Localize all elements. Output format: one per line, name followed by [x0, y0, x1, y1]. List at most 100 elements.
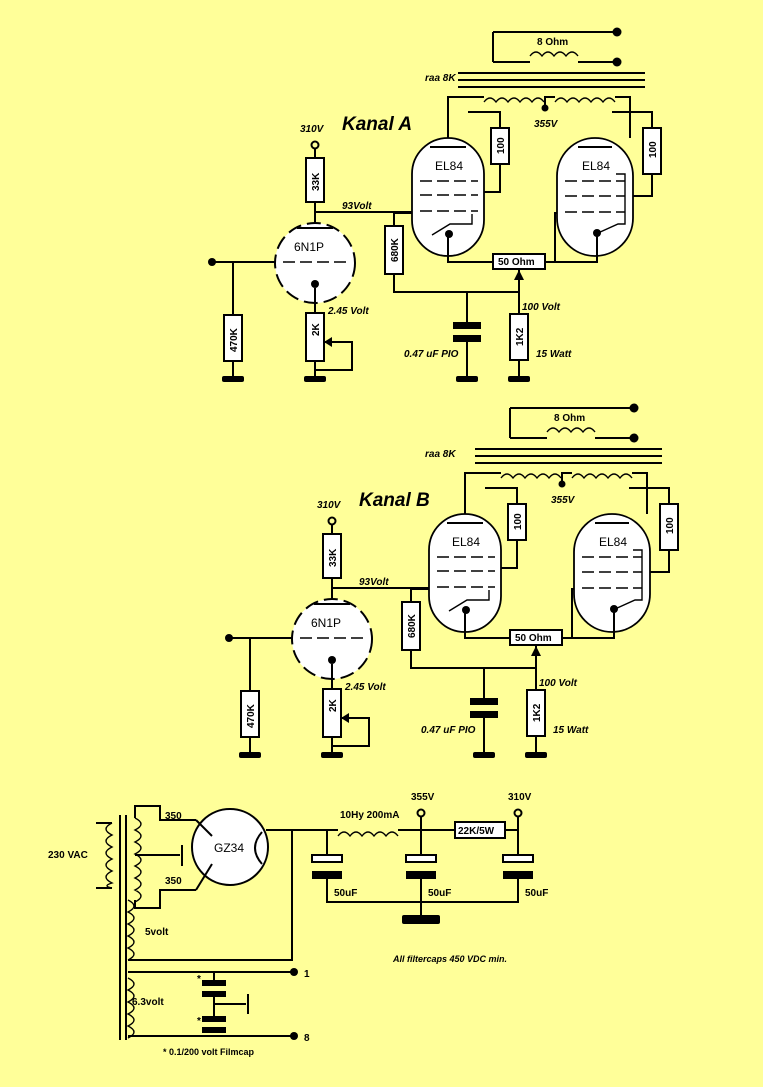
dropping-resistor-label: 22K/5W	[458, 826, 495, 837]
output-tube-left-a: EL84	[411, 137, 485, 257]
output-tube-right-b: EL84	[573, 513, 651, 633]
heater-tap-8: 8	[304, 1033, 310, 1044]
cathode-resistor-power: 15 Watt	[553, 725, 589, 736]
star-mark-bottom: *	[197, 1016, 201, 1027]
bypass-cap-plate-icon	[470, 711, 498, 718]
star-mark-top: *	[197, 974, 201, 985]
mains-label: 230 VAC	[48, 850, 88, 861]
node-310-label: 310V	[508, 792, 532, 803]
ground-icon	[508, 376, 530, 382]
speaker-terminal-icon	[612, 57, 622, 67]
supply-terminal-icon	[310, 140, 320, 150]
speaker-terminal-icon	[629, 403, 639, 413]
transformer-label: raa 8K	[425, 449, 456, 460]
ground-icon	[222, 376, 244, 382]
speaker-output-b: 8 Ohm	[509, 403, 639, 443]
rectifier-heater-label: 5volt	[145, 927, 169, 938]
ground-icon	[525, 752, 547, 758]
cap3-label: 50uF	[525, 888, 548, 899]
balance-pot-a	[492, 253, 546, 270]
cathode-voltage: 2.45 Volt	[327, 306, 369, 317]
screen-resistor-left-label: 100	[513, 513, 524, 530]
coupling-resistor-label: 680K	[407, 613, 418, 638]
cathode-voltage: 2.45 Volt	[344, 682, 386, 693]
output-transformer-a: raa 8K 355V	[425, 72, 653, 138]
center-tap-voltage: 355V	[534, 119, 559, 130]
ground-icon	[304, 376, 326, 382]
filter-cap-icon	[312, 871, 342, 879]
channel-a: 8 Ohm raa 8K 355V 100 100	[208, 27, 662, 382]
speaker-label: 8 Ohm	[537, 37, 568, 48]
choke-label: 10Hy 200mA	[340, 810, 399, 821]
channel-b: 8 Ohm raa 8K 355V 100 100	[225, 403, 679, 758]
grid-resistor-label: 470K	[246, 703, 257, 728]
output-tube-left-label: EL84	[452, 535, 480, 549]
cathode-resistor-power: 15 Watt	[536, 349, 572, 360]
balance-pot-label: 50 Ohm	[498, 257, 535, 268]
balance-pot-b	[509, 629, 563, 646]
bypass-cap-plate-icon	[453, 335, 481, 342]
output-tube-right-label: EL84	[599, 535, 627, 549]
cathode-pot-label: 2K	[311, 322, 322, 336]
driver-plate-voltage: 93Volt	[359, 577, 389, 588]
output-transformer-b: raa 8K 355V	[425, 448, 670, 514]
ground-icon	[456, 376, 478, 382]
speaker-terminal-icon	[629, 433, 639, 443]
plate-resistor-label: 33K	[328, 548, 339, 567]
driver-tube-label: 6N1P	[294, 240, 324, 254]
rectifier-label: GZ34	[214, 841, 244, 855]
cathode-pot-a	[305, 312, 325, 362]
cathode-resistor-label: 1K2	[532, 703, 543, 722]
b-plus-label: 310V	[300, 124, 325, 135]
screen-resistor-right-label: 100	[665, 517, 676, 534]
rectifier-tube: GZ34	[191, 808, 269, 891]
output-tube-left-label: EL84	[435, 159, 463, 173]
cathode-resistor-label: 1K2	[515, 327, 526, 346]
grid-resistor-label: 470K	[229, 327, 240, 352]
driver-plate-voltage: 93Volt	[342, 201, 372, 212]
speaker-output-a: 8 Ohm	[492, 27, 622, 67]
ground-icon	[321, 752, 343, 758]
driver-tube-label: 6N1P	[311, 616, 341, 630]
screen-resistor-left-label: 100	[496, 137, 507, 154]
filter-cap-icon	[406, 871, 436, 879]
cap2-label: 50uF	[428, 888, 451, 899]
hv-bottom-label: 350	[165, 876, 182, 887]
center-tap-node-icon	[558, 480, 566, 488]
output-tube-left-b: EL84	[428, 513, 502, 633]
filter-cap-icon	[503, 871, 533, 879]
hv-top-label: 350	[165, 811, 182, 822]
center-tap-voltage: 355V	[551, 495, 576, 506]
supply-terminal-icon	[327, 516, 337, 526]
channel-title: Kanal A	[342, 114, 412, 135]
heater-label: 6.3volt	[132, 997, 164, 1008]
output-tube-right-label: EL84	[582, 159, 610, 173]
heater-terminal-icon	[290, 1032, 298, 1040]
balance-pot-label: 50 Ohm	[515, 633, 552, 644]
coupling-resistor-label: 680K	[390, 237, 401, 262]
screen-resistor-right-label: 100	[648, 141, 659, 158]
input-terminal-icon	[225, 634, 233, 642]
ground-icon	[239, 752, 261, 758]
ground-icon	[473, 752, 495, 758]
output-tube-right-a: EL84	[556, 137, 634, 257]
bypass-cap-plate-icon	[470, 698, 498, 705]
speaker-label: 8 Ohm	[554, 413, 585, 424]
bypass-cap-label: 0.47 uF PIO	[421, 725, 476, 736]
filter-note: All filtercaps 450 VDC min.	[392, 954, 507, 964]
output-cathode-voltage: 100 Volt	[539, 678, 578, 689]
supply-terminal-icon	[416, 808, 426, 818]
heater-tap-1: 1	[304, 969, 310, 980]
speaker-terminal-icon	[612, 27, 622, 37]
filmcap-note: * 0.1/200 volt Filmcap	[163, 1047, 255, 1057]
node-355-label: 355V	[411, 792, 435, 803]
supply-terminal-icon	[513, 808, 523, 818]
ground-icon	[402, 915, 440, 924]
transformer-label: raa 8K	[425, 73, 456, 84]
b-plus-label: 310V	[317, 500, 342, 511]
cathode-pot-b	[322, 688, 342, 738]
power-supply: 230 VAC 350 350 GZ34 5volt 1 8 6.3volt	[48, 792, 548, 1057]
bypass-cap-plate-icon	[453, 322, 481, 329]
bypass-cap-label: 0.47 uF PIO	[404, 349, 459, 360]
